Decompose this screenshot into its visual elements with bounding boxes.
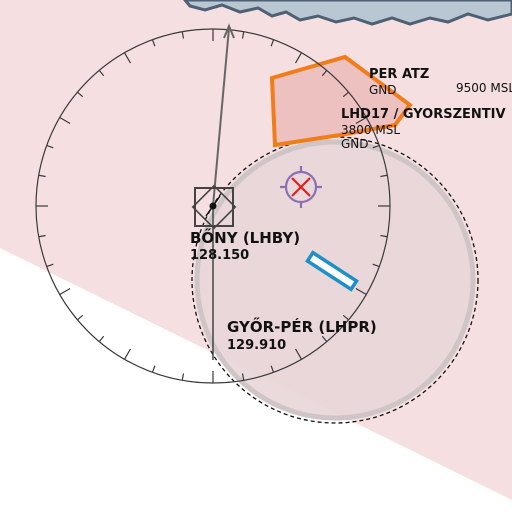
compass-tick xyxy=(270,365,275,373)
compass-tick xyxy=(270,39,275,47)
compass-tick xyxy=(342,91,349,98)
compass-tick xyxy=(321,70,328,77)
lhd17-name: LHD17 / GYORSZENTIV xyxy=(341,107,506,122)
lhd17-upper: 3800 MSL xyxy=(341,123,401,137)
lhd17-lower: GND xyxy=(341,137,369,151)
compass-tick xyxy=(98,70,105,77)
heading-line xyxy=(212,27,230,207)
compass-tick xyxy=(151,39,156,47)
compass-tick xyxy=(241,373,245,381)
compass-tick xyxy=(241,31,245,39)
compass-tick xyxy=(123,52,132,64)
compass-rose xyxy=(35,28,391,384)
compass-tick xyxy=(372,263,380,268)
gyor-per-airport-name[interactable]: GYŐR-PÉR (LHPR) xyxy=(227,318,377,336)
gyor-per-frequency: 129.910 xyxy=(227,338,287,353)
airport-square-icon[interactable] xyxy=(191,184,237,230)
compass-tick xyxy=(46,144,54,149)
crosshair-target-icon[interactable] xyxy=(280,166,322,208)
altitude-right: 9500 MSL xyxy=(456,81,512,95)
compass-tick xyxy=(181,373,185,381)
compass-tick xyxy=(380,234,388,238)
compass-tick xyxy=(123,348,132,360)
runway-icon[interactable] xyxy=(305,250,359,292)
per-atz-polygon xyxy=(269,54,413,148)
bony-frequency: 128.150 xyxy=(190,248,250,263)
compass-tick xyxy=(38,234,46,238)
compass-tick xyxy=(294,348,303,360)
compass-tick xyxy=(372,144,380,149)
compass-tick xyxy=(355,116,367,125)
lake-water xyxy=(183,0,512,26)
per-atz-lower: GND xyxy=(369,83,397,97)
compass-tick xyxy=(355,287,367,296)
compass-tick xyxy=(77,91,84,98)
compass-tick xyxy=(59,287,71,296)
compass-tick xyxy=(294,52,303,64)
ctr-zone-halo xyxy=(194,139,476,421)
compass-tick xyxy=(151,365,156,373)
compass-tick xyxy=(98,335,105,342)
compass-tick xyxy=(77,314,84,321)
compass-tick xyxy=(181,31,185,39)
compass-tick xyxy=(321,335,328,342)
heading-arrow xyxy=(223,23,235,39)
compass-tick xyxy=(342,314,349,321)
per-atz-name: PER ATZ xyxy=(369,67,430,82)
compass-tick xyxy=(38,174,46,178)
compass-tick xyxy=(380,174,388,178)
compass-tick xyxy=(46,263,54,268)
bony-airport-name[interactable]: BŐNY (LHBY) xyxy=(190,229,301,247)
compass-tick xyxy=(59,116,71,125)
